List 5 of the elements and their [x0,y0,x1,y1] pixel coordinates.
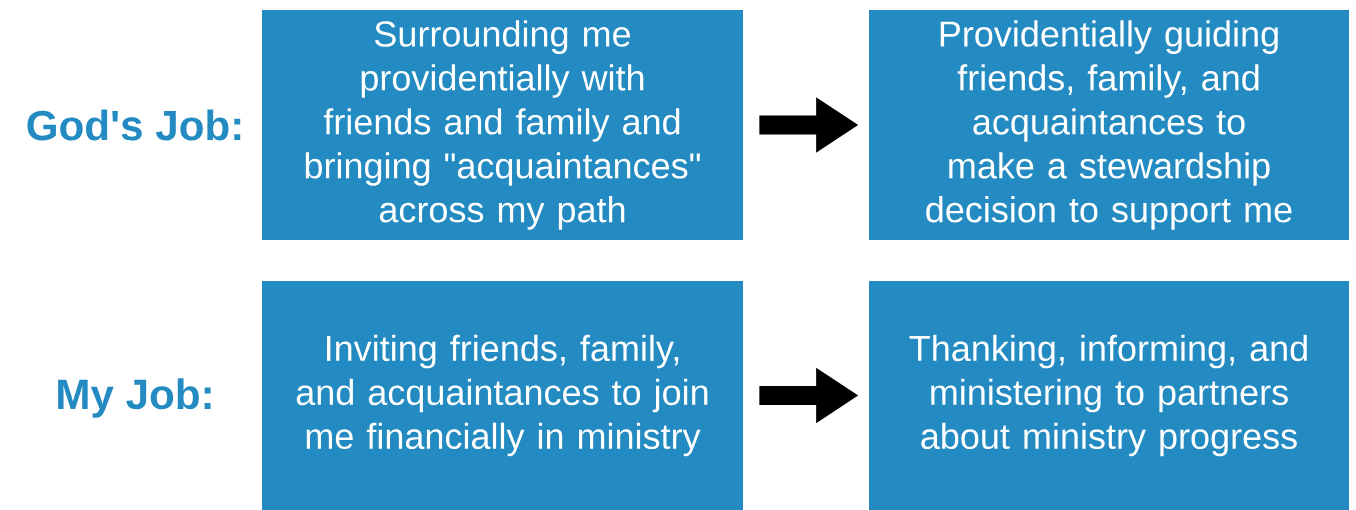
text-box: Inviting friends, family, and acquaintances to join me financially in ministry [262,281,743,510]
text-box: Surrounding me providentially with friends and family and bringing "acquaintances" across my path [262,10,743,240]
text-box: Thanking, informing, and ministering to partners about ministry progress [869,281,1349,510]
text-box: Providentially guiding friends, family, and acquaintances to make a stewardship decision to support me [869,10,1349,240]
row-label: My Job: [58,378,211,418]
